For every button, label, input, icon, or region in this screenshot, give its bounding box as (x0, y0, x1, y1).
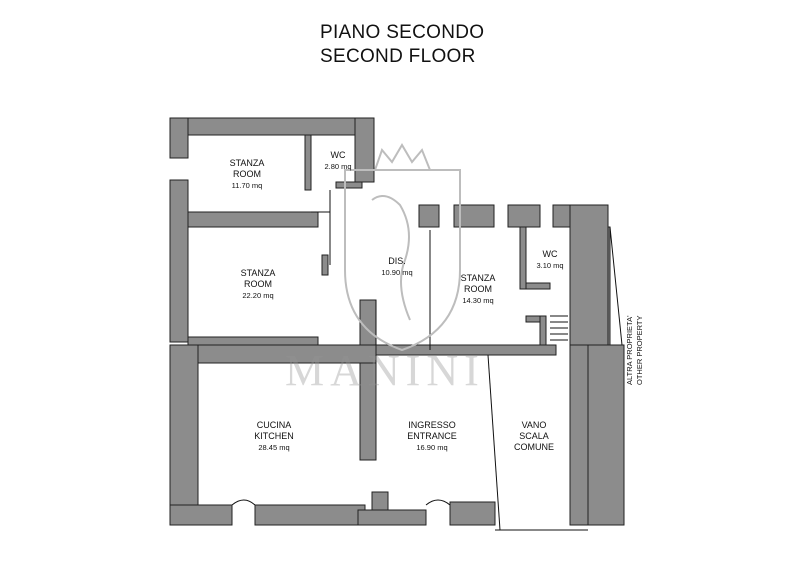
room-dis: DIS. 10.90 mq (381, 256, 412, 278)
title-line-2: SECOND FLOOR (320, 46, 476, 67)
wall (587, 344, 625, 526)
room-name-en: KITCHEN (254, 431, 294, 441)
room-name: DIS. (388, 256, 406, 266)
room-name-2: SCALA (519, 431, 549, 441)
room-cucina: CUCINA KITCHEN 28.45 mq (254, 420, 294, 453)
room-name-en: ROOM (244, 279, 272, 289)
room-stanza-mid: STANZA ROOM 22.20 mq (241, 268, 276, 301)
room-name: WC (542, 249, 558, 259)
room-area: 14.30 mq (462, 296, 494, 305)
wall (607, 226, 611, 346)
wall (357, 509, 427, 526)
room-name: WC (330, 150, 346, 160)
wall (187, 211, 319, 228)
wall (525, 282, 551, 290)
room-name-it: CUCINA (256, 420, 292, 430)
room-vano-scala: VANO SCALA COMUNE (514, 420, 554, 453)
room-name-en: ROOM (233, 169, 261, 179)
room-name-it: STANZA (229, 158, 265, 168)
room-ingresso: INGRESSO ENTRANCE 16.90 mq (407, 420, 457, 453)
wall (519, 226, 527, 290)
wall (254, 504, 366, 526)
wall (418, 204, 440, 228)
wall (539, 315, 547, 347)
watermark-crest (344, 143, 461, 352)
room-name-it: STANZA (460, 273, 496, 283)
room-stanza-small: STANZA ROOM 11.70 mq (230, 158, 265, 191)
room-area: 2.80 mq (324, 162, 352, 171)
wall (449, 501, 496, 526)
room-area: 16.90 mq (416, 443, 448, 452)
wall (169, 504, 233, 526)
room-wc-right: WC 3.10 mq (536, 249, 563, 271)
other-property-label: ALTRA PROPRIETA' OTHER PROPERTY (625, 315, 645, 385)
room-wc-left: WC 2.80 mq (324, 150, 351, 172)
wall (187, 336, 319, 346)
room-area: 3.10 mq (536, 261, 564, 270)
room-name-en: ROOM (464, 284, 492, 294)
room-area: 22.20 mq (242, 291, 274, 300)
room-area: 11.70 mq (231, 181, 263, 190)
room-area: 10.90 mq (381, 268, 413, 277)
wall (359, 299, 377, 461)
room-name-it: INGRESSO (408, 420, 456, 430)
wall (304, 134, 312, 191)
wall (354, 117, 375, 183)
wall (453, 204, 495, 228)
walls (169, 117, 625, 526)
wall (169, 179, 189, 343)
title-line-1: PIANO SECONDO (320, 22, 485, 43)
wall (169, 117, 375, 136)
room-area: 28.45 mq (258, 443, 290, 452)
wall (169, 344, 199, 526)
wall (335, 181, 363, 189)
room-name-en: ENTRANCE (407, 431, 457, 441)
wall (169, 117, 189, 159)
wall (321, 254, 329, 276)
wall (569, 204, 609, 346)
other-property-it: ALTRA PROPRIETA' (625, 315, 634, 385)
room-name-it: STANZA (240, 268, 276, 278)
watermark-text: MANINI (285, 346, 485, 395)
thin-lines (231, 190, 623, 531)
other-property-en: OTHER PROPERTY (635, 315, 644, 385)
wall (507, 204, 541, 228)
room-stanza-right: STANZA ROOM 14.30 mq (461, 273, 496, 306)
room-name-1: VANO (521, 420, 547, 430)
wall (569, 344, 589, 526)
room-name-3: COMUNE (514, 442, 554, 452)
